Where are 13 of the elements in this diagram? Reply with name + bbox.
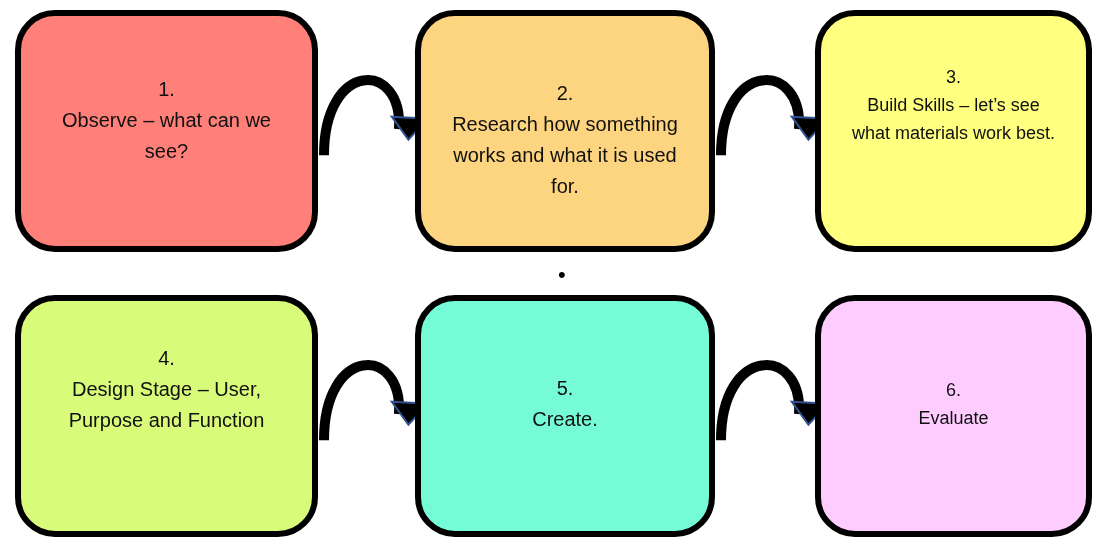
step-box (815, 295, 1092, 537)
step-text: 1. Observe – what can we see? (61, 77, 272, 164)
step-text: 4. Design Stage – User, Purpose and Function (67, 346, 266, 433)
bullet-mark: • (558, 264, 566, 286)
step-text: 5. Create. (532, 376, 598, 432)
step-box (15, 10, 318, 252)
step-text: 2. Research how something works and what it is used for. (451, 81, 679, 199)
step-box (415, 10, 715, 252)
step-box (415, 295, 715, 537)
step-text: 6. Evaluate (918, 379, 989, 430)
step-text: 3. Build Skills – let’s see what materials work best. (851, 66, 1056, 145)
step-box (815, 10, 1092, 252)
step-box (15, 295, 318, 537)
